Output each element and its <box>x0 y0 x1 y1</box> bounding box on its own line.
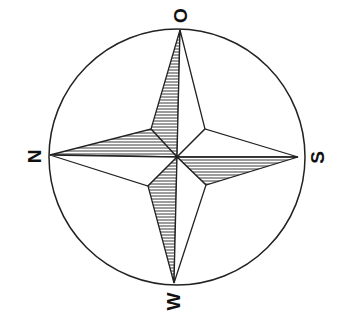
compass-circle <box>49 29 305 285</box>
direction-letter: W <box>165 292 184 310</box>
star <box>50 30 298 283</box>
direction-letter: S <box>308 151 327 164</box>
direction-letter: N <box>25 149 44 163</box>
direction-letter: O <box>171 8 190 23</box>
